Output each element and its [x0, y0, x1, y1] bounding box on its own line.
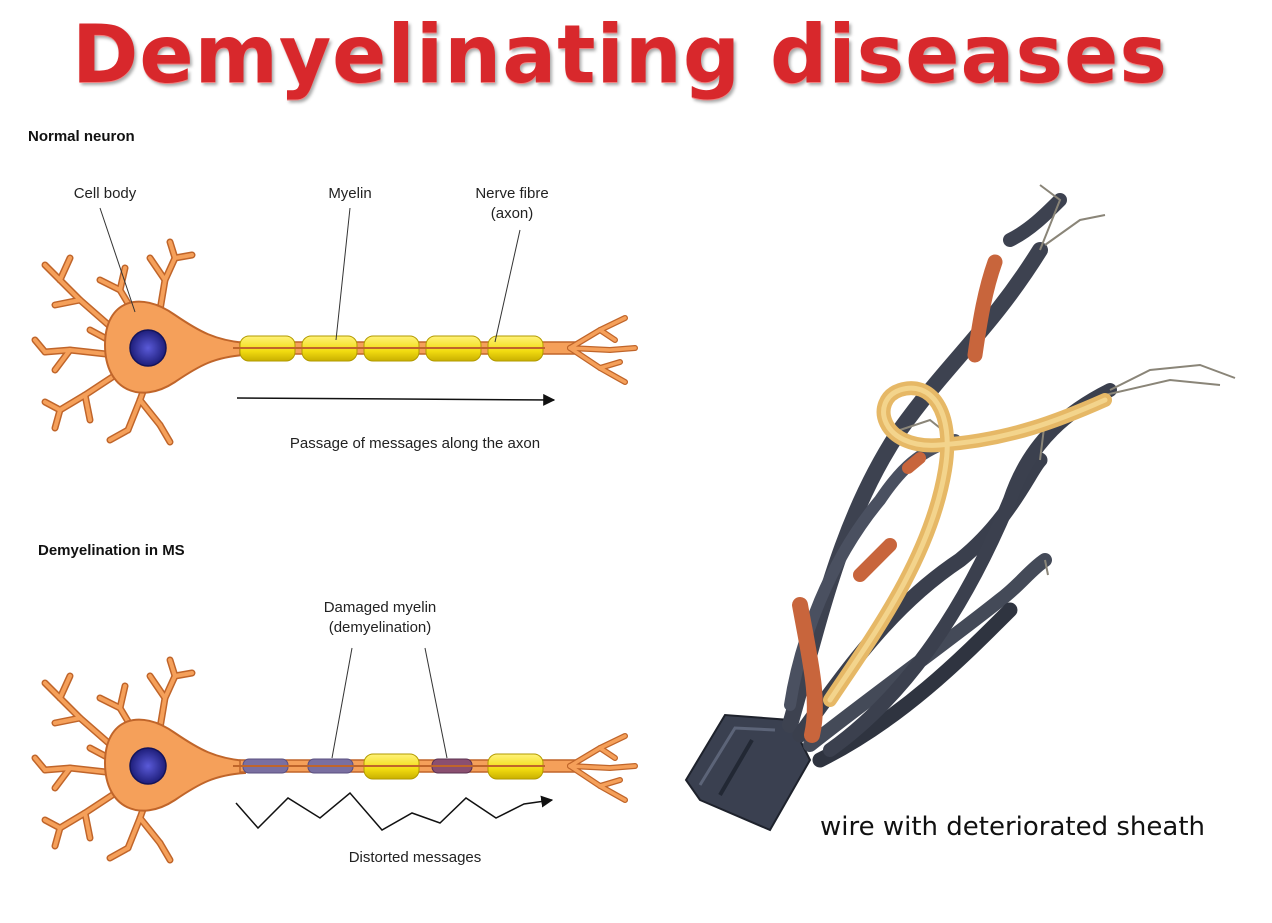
distorted-arrow	[235, 791, 554, 831]
passage-label: Passage of messages along the axon	[289, 435, 541, 452]
distorted-label: Distorted messages	[348, 849, 482, 866]
nerve-fibre-line2: (axon)	[490, 205, 534, 222]
ms-heading: Demyelination in MS	[38, 542, 185, 559]
damaged-leader-right	[424, 647, 448, 759]
slide-title: Demyelinating diseases	[72, 8, 1168, 101]
cell-body-leader	[99, 207, 136, 313]
frayed-wire-illustration	[684, 184, 1236, 832]
nerve-fibre-label: Nerve fibre (axon)	[462, 184, 562, 224]
myelin-leader	[335, 207, 351, 341]
passage-arrow	[236, 393, 556, 406]
damaged-leader-left	[331, 647, 353, 759]
damaged-line1: Damaged myelin	[323, 599, 437, 616]
nerve-fibre-leader	[494, 229, 521, 343]
nerve-fibre-line1: Nerve fibre	[475, 185, 549, 202]
normal-neuron-heading: Normal neuron	[28, 128, 135, 145]
wire-caption: wire with deteriorated sheath	[820, 812, 1206, 842]
myelin-label: Myelin	[328, 185, 372, 202]
normal-neuron	[35, 207, 635, 442]
cell-body-label: Cell body	[73, 185, 137, 202]
damaged-line2: (demyelination)	[328, 619, 432, 636]
damaged-myelin-label: Damaged myelin (demyelination)	[300, 598, 460, 638]
ms-neuron	[35, 647, 635, 860]
